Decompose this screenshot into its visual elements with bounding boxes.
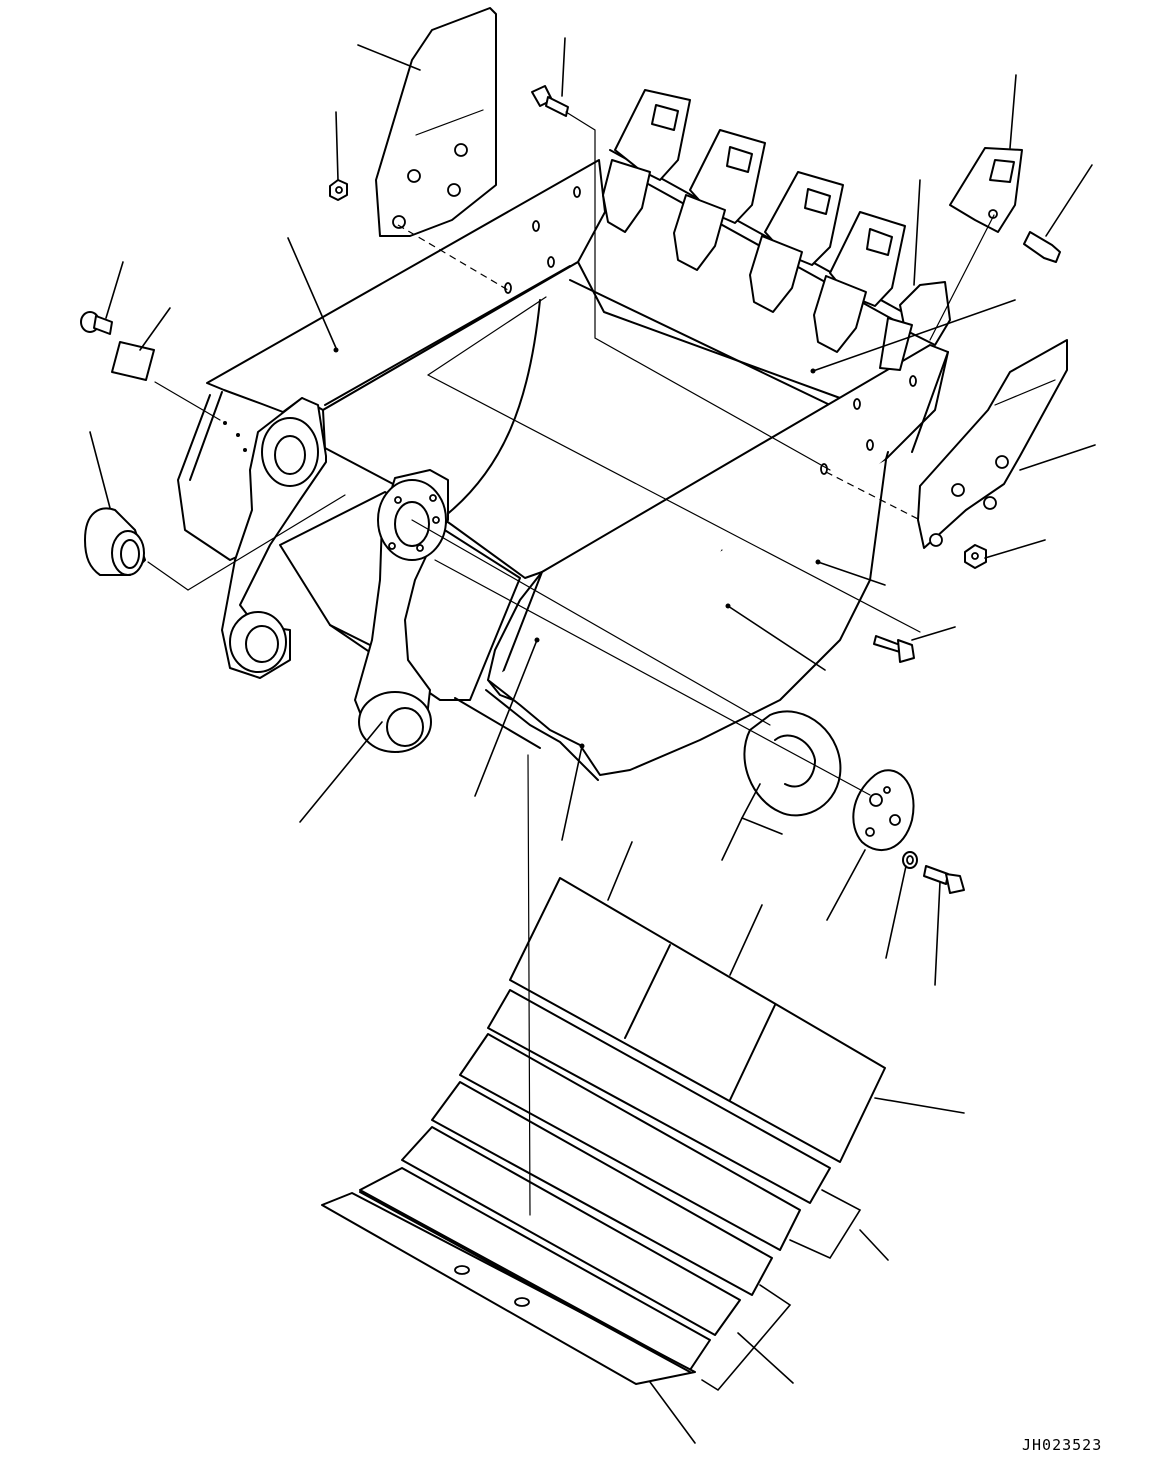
wear-plates	[322, 878, 885, 1384]
side-cutter-right	[918, 340, 1067, 548]
alignment-lines	[398, 225, 920, 520]
hardware-parts	[81, 86, 1060, 893]
assembly-lines	[148, 112, 994, 1215]
drawing-code: JH023523	[1022, 1436, 1103, 1454]
teeth-adapters	[603, 90, 1022, 370]
bucket-body	[178, 160, 948, 780]
side-cutter-left	[376, 8, 496, 236]
leader-lines	[90, 38, 1095, 1443]
boss-tube-assembly	[222, 398, 540, 752]
